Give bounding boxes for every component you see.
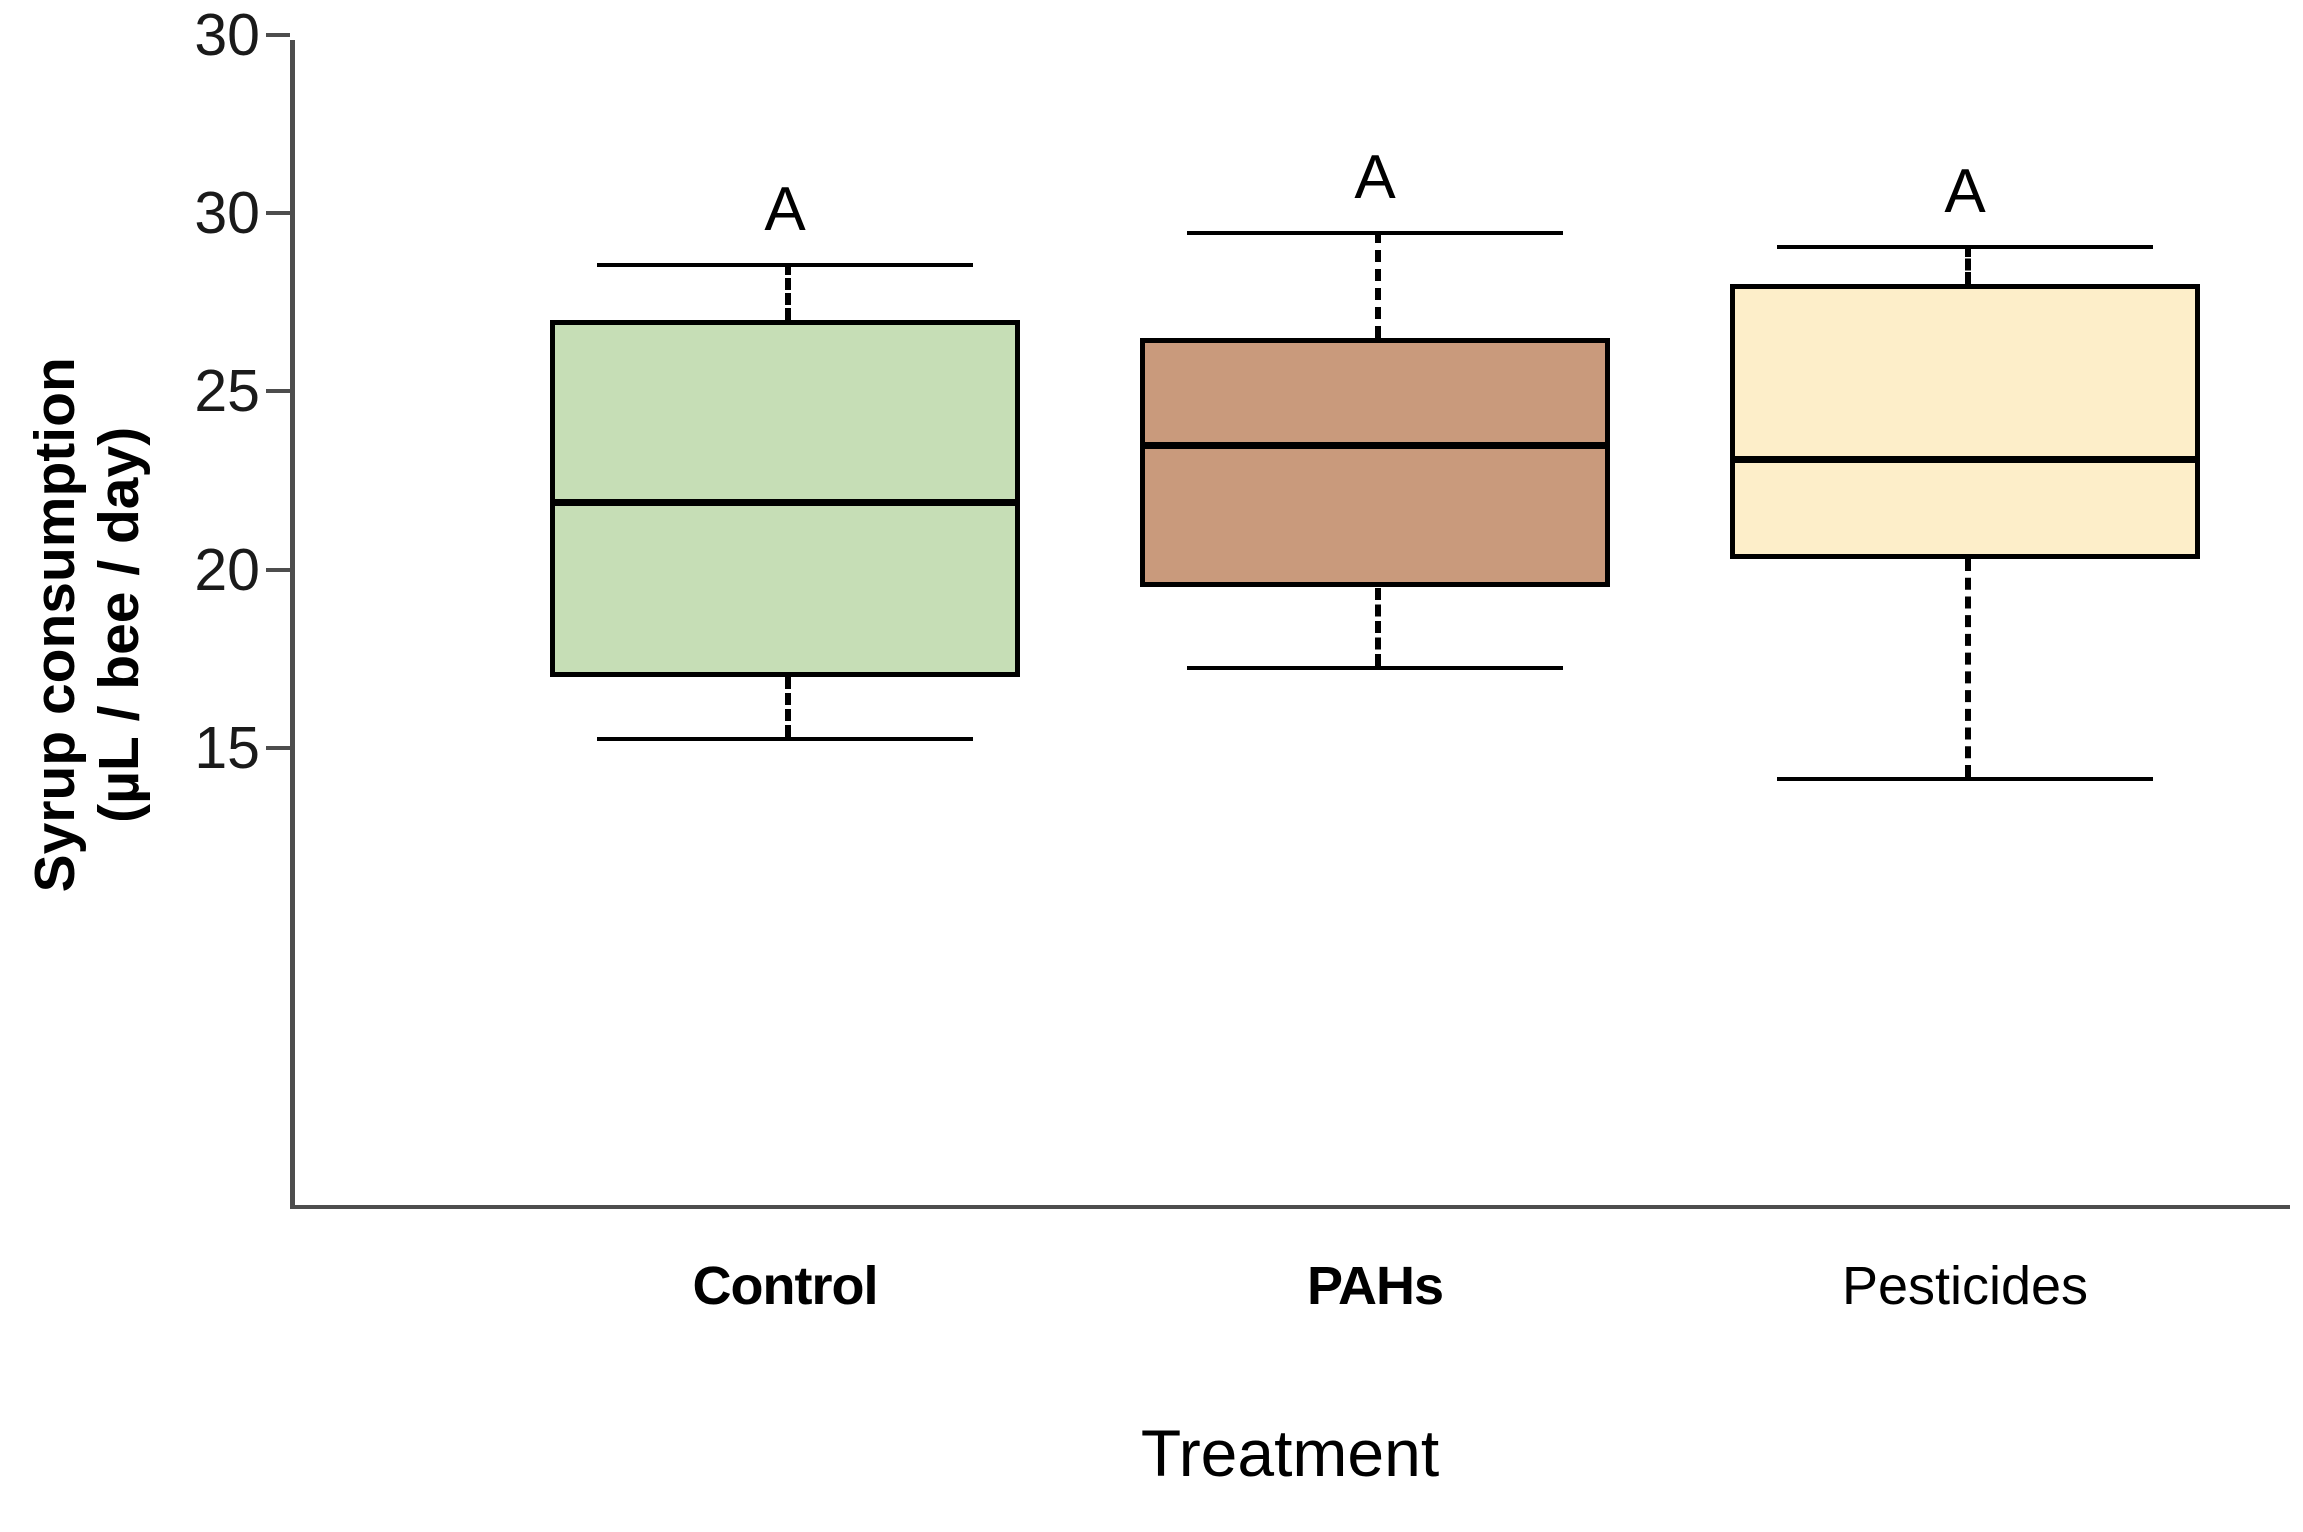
whisker-lower-stem bbox=[1965, 558, 1971, 777]
whisker-upper-cap bbox=[1777, 245, 2153, 250]
x-axis-category-label: Control bbox=[692, 1256, 879, 1316]
y-axis-tick-label: 25 bbox=[194, 358, 260, 425]
whisker-lower-stem bbox=[1375, 587, 1381, 666]
significance-letter: A bbox=[1944, 157, 1986, 227]
y-axis-tick-mark bbox=[266, 567, 290, 572]
y-axis-tick-label: 15 bbox=[194, 715, 260, 781]
y-axis-line bbox=[290, 40, 295, 1205]
y-axis-tick-label: 30 bbox=[194, 180, 260, 246]
median-line bbox=[1730, 456, 2200, 464]
x-axis-title: Treatment bbox=[1140, 1416, 1440, 1490]
whisker-upper-stem bbox=[1965, 245, 1971, 285]
whisker-lower-cap bbox=[1777, 776, 2153, 781]
box-rect bbox=[1140, 337, 1610, 588]
x-axis-category-label: Pesticides bbox=[1841, 1256, 2089, 1316]
median-line bbox=[1140, 441, 1610, 449]
whisker-lower-stem bbox=[785, 676, 791, 738]
whisker-upper-cap bbox=[597, 262, 973, 267]
y-axis-title-line2: (µL / bee / day) bbox=[86, 426, 151, 824]
x-axis-category-label: PAHs bbox=[1306, 1256, 1444, 1316]
box-rect bbox=[550, 320, 1020, 677]
whisker-lower-cap bbox=[1187, 665, 1563, 670]
x-axis-line bbox=[290, 1205, 2290, 1209]
box-rect bbox=[1730, 284, 2200, 559]
y-axis-tick-label: 30 bbox=[194, 1, 260, 68]
whisker-upper-stem bbox=[785, 262, 791, 320]
significance-letter: A bbox=[1354, 142, 1396, 212]
y-axis-title-line1: Syrup consumption bbox=[22, 357, 87, 893]
whisker-upper-cap bbox=[1187, 230, 1563, 235]
y-axis-tick-label: 20 bbox=[194, 536, 260, 603]
y-axis-tick-mark bbox=[266, 32, 290, 37]
y-axis-tick-mark bbox=[266, 389, 290, 394]
whisker-upper-stem bbox=[1375, 230, 1381, 338]
significance-letter: A bbox=[764, 174, 806, 244]
whisker-lower-cap bbox=[597, 737, 973, 742]
median-line bbox=[550, 498, 1020, 506]
y-axis-tick-mark bbox=[266, 211, 290, 215]
y-axis-tick-mark bbox=[266, 746, 290, 750]
